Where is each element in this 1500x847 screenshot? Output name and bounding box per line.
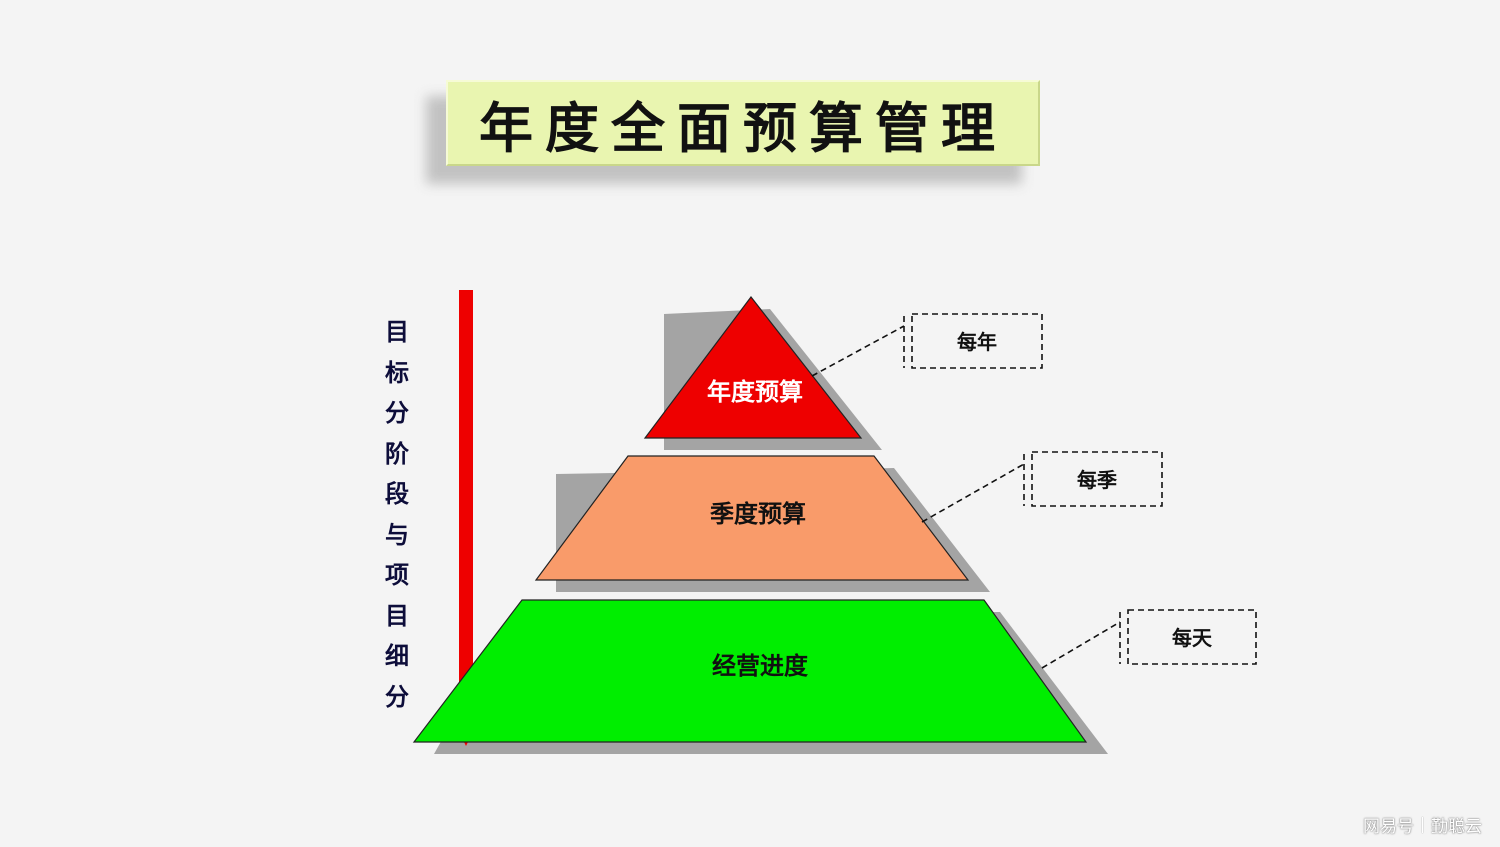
side-char: 目 [385,317,409,346]
side-char: 阶 [385,438,409,468]
side-char: 目 [385,600,409,630]
callout-connector-middle [921,463,1025,523]
level-label-top: 年度预算 [707,377,803,406]
callout-text-middle: 每季 [1077,468,1117,492]
watermark-author: 勤聪云 [1431,817,1482,837]
page-title: 年度全面预算管理 [479,95,1007,160]
side-vertical-label: 目 标 分 阶 段 与 项 目 细 分 [380,312,414,717]
pyramid-level-top [643,296,863,439]
callout-text-bottom: 每天 [1172,626,1213,650]
side-char: 分 [385,681,409,711]
pyramid-level-bottom [412,599,1088,743]
side-char: 细 [385,641,409,670]
callout-box-middle: 每季 [1023,451,1163,507]
pyramid-level-middle [534,455,970,581]
callout-box-top: 每年 [903,313,1043,369]
side-char: 与 [385,519,409,549]
side-char: 段 [385,479,409,508]
down-arrow-shaft [459,290,473,706]
callout-connector-top [811,325,905,377]
callout-box-bottom: 每天 [1119,609,1257,665]
watermark-source: 网易号 [1363,817,1414,837]
side-char: 分 [385,398,409,427]
side-char: 项 [385,560,409,589]
callout-connector-bottom [1041,621,1121,669]
title-box: 年度全面预算管理 [446,80,1040,166]
side-char: 标 [385,357,409,387]
watermark: 网易号 勤聪云 [1363,812,1482,837]
level-label-middle: 季度预算 [710,499,806,528]
watermark-separator [1422,816,1423,833]
level-label-bottom: 经营进度 [712,651,809,680]
callout-text-top: 每年 [957,330,997,354]
